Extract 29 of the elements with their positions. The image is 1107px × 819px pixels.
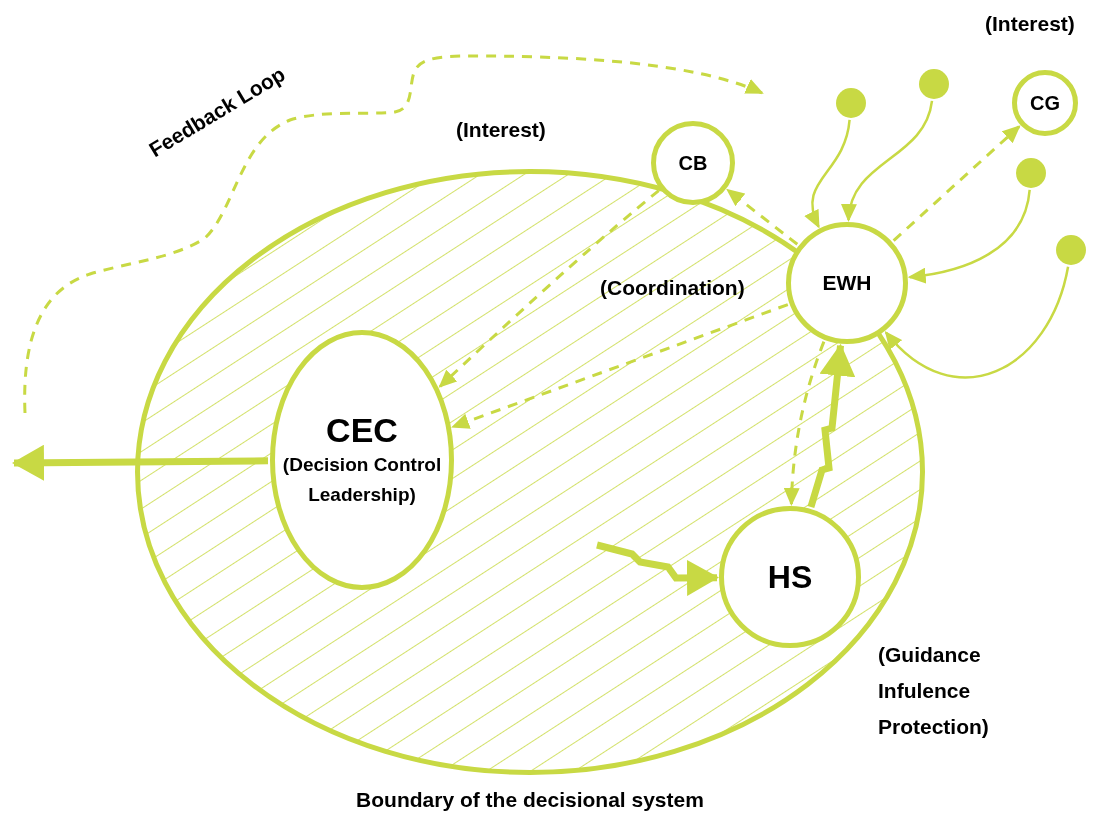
side-label: (Interest) bbox=[985, 11, 1075, 37]
node-title: EWH bbox=[822, 270, 872, 297]
filled-dot bbox=[836, 88, 866, 118]
node-subtitle: (Decision Control Leadership) bbox=[281, 453, 443, 507]
dashed-arrow bbox=[726, 188, 799, 246]
node-circle bbox=[651, 121, 735, 205]
curved-arrow bbox=[805, 119, 851, 229]
dashed-arrow bbox=[783, 341, 826, 506]
node-title: HS bbox=[767, 558, 813, 597]
node-title: CB bbox=[678, 151, 708, 176]
filled-dot bbox=[1056, 235, 1086, 265]
filled-dot bbox=[1016, 158, 1046, 188]
dashed-arrow bbox=[451, 303, 789, 429]
thick-arrow bbox=[807, 343, 856, 509]
dashed-arrow bbox=[892, 125, 1021, 242]
node-title: CG bbox=[1030, 91, 1060, 116]
curved-arrow bbox=[884, 266, 1070, 379]
loop-label: (Interest) bbox=[456, 117, 546, 143]
side-label: (Guidance Infulence Protection) bbox=[878, 642, 990, 740]
node-title: CEC bbox=[326, 410, 398, 450]
thick-arrow bbox=[596, 541, 719, 596]
curved-arrow bbox=[907, 189, 1031, 284]
thick-arrow bbox=[12, 444, 269, 481]
dashed-arrow bbox=[438, 189, 660, 388]
filled-dot bbox=[919, 69, 949, 99]
node-ellipse bbox=[270, 330, 454, 590]
side-label: (Coordination) bbox=[600, 275, 745, 301]
curved-arrow bbox=[842, 100, 934, 222]
boundary-title: Boundary of the decisional system bbox=[356, 787, 704, 813]
